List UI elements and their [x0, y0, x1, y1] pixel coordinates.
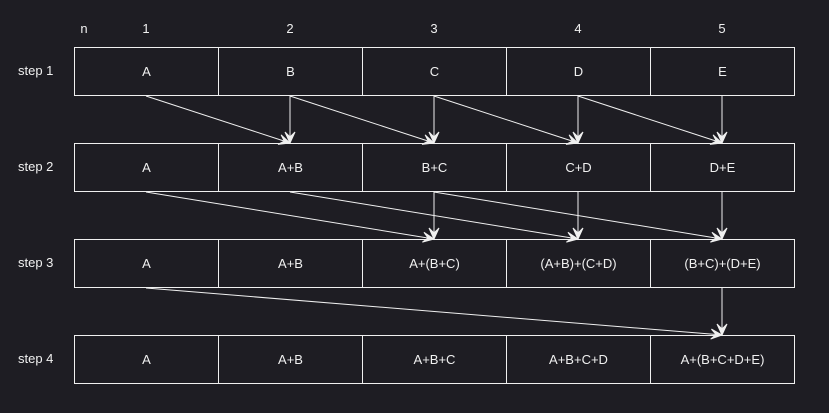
arrowhead-3: [428, 131, 440, 145]
row-label-step-2: step 2: [18, 159, 54, 174]
arrowhead-10: [428, 227, 440, 241]
arrow-line-9: [289, 191, 575, 239]
arrow-line-11: [433, 191, 719, 239]
cell-step1-col1: A: [74, 47, 219, 96]
cell-step3-col3: A+(B+C): [362, 239, 507, 288]
cell-step2-col3: B+C: [362, 143, 507, 192]
cell-step1-col2: B: [218, 47, 363, 96]
cell-step3-col5: (B+C)+(D+E): [650, 239, 795, 288]
cell-step4-col4: A+B+C+D: [506, 335, 651, 384]
cell-step2-col5: D+E: [650, 143, 795, 192]
column-header-2: 2: [286, 21, 294, 36]
cell-step1-col3: C: [362, 47, 507, 96]
column-header-5: 5: [718, 21, 726, 36]
cell-step2-col4: C+D: [506, 143, 651, 192]
cell-step1-col4: D: [506, 47, 651, 96]
cell-step1-col5: E: [650, 47, 795, 96]
row-label-step-3: step 3: [18, 255, 54, 270]
cell-step2-col1: A: [74, 143, 219, 192]
arrow-line-8: [145, 191, 431, 239]
arrowhead-7: [716, 131, 728, 145]
row-label-step-1: step 1: [18, 63, 54, 78]
cell-step2-col2: A+B: [218, 143, 363, 192]
column-header-1: 1: [142, 21, 150, 36]
row-label-step-4: step 4: [18, 351, 54, 366]
arrowhead-12: [572, 227, 584, 241]
cell-step3-col2: A+B: [218, 239, 363, 288]
arrow-line-4: [433, 95, 575, 143]
arrowhead-15: [716, 323, 728, 337]
arrowhead-1: [284, 131, 296, 145]
column-header-4: 4: [574, 21, 582, 36]
cell-step3-col4: (A+B)+(C+D): [506, 239, 651, 288]
cell-step4-col5: A+(B+C+D+E): [650, 335, 795, 384]
arrow-line-6: [577, 95, 719, 143]
cell-step3-col1: A: [74, 239, 219, 288]
column-header-n: n: [80, 21, 88, 36]
arrow-line-2: [289, 95, 431, 143]
arrow-line-0: [145, 95, 287, 143]
arrow-line-14: [145, 287, 719, 336]
arrowhead-5: [572, 131, 584, 145]
cell-step4-col2: A+B: [218, 335, 363, 384]
column-header-3: 3: [430, 21, 438, 36]
arrowhead-13: [716, 227, 728, 241]
cell-step4-col1: A: [74, 335, 219, 384]
cell-step4-col3: A+B+C: [362, 335, 507, 384]
